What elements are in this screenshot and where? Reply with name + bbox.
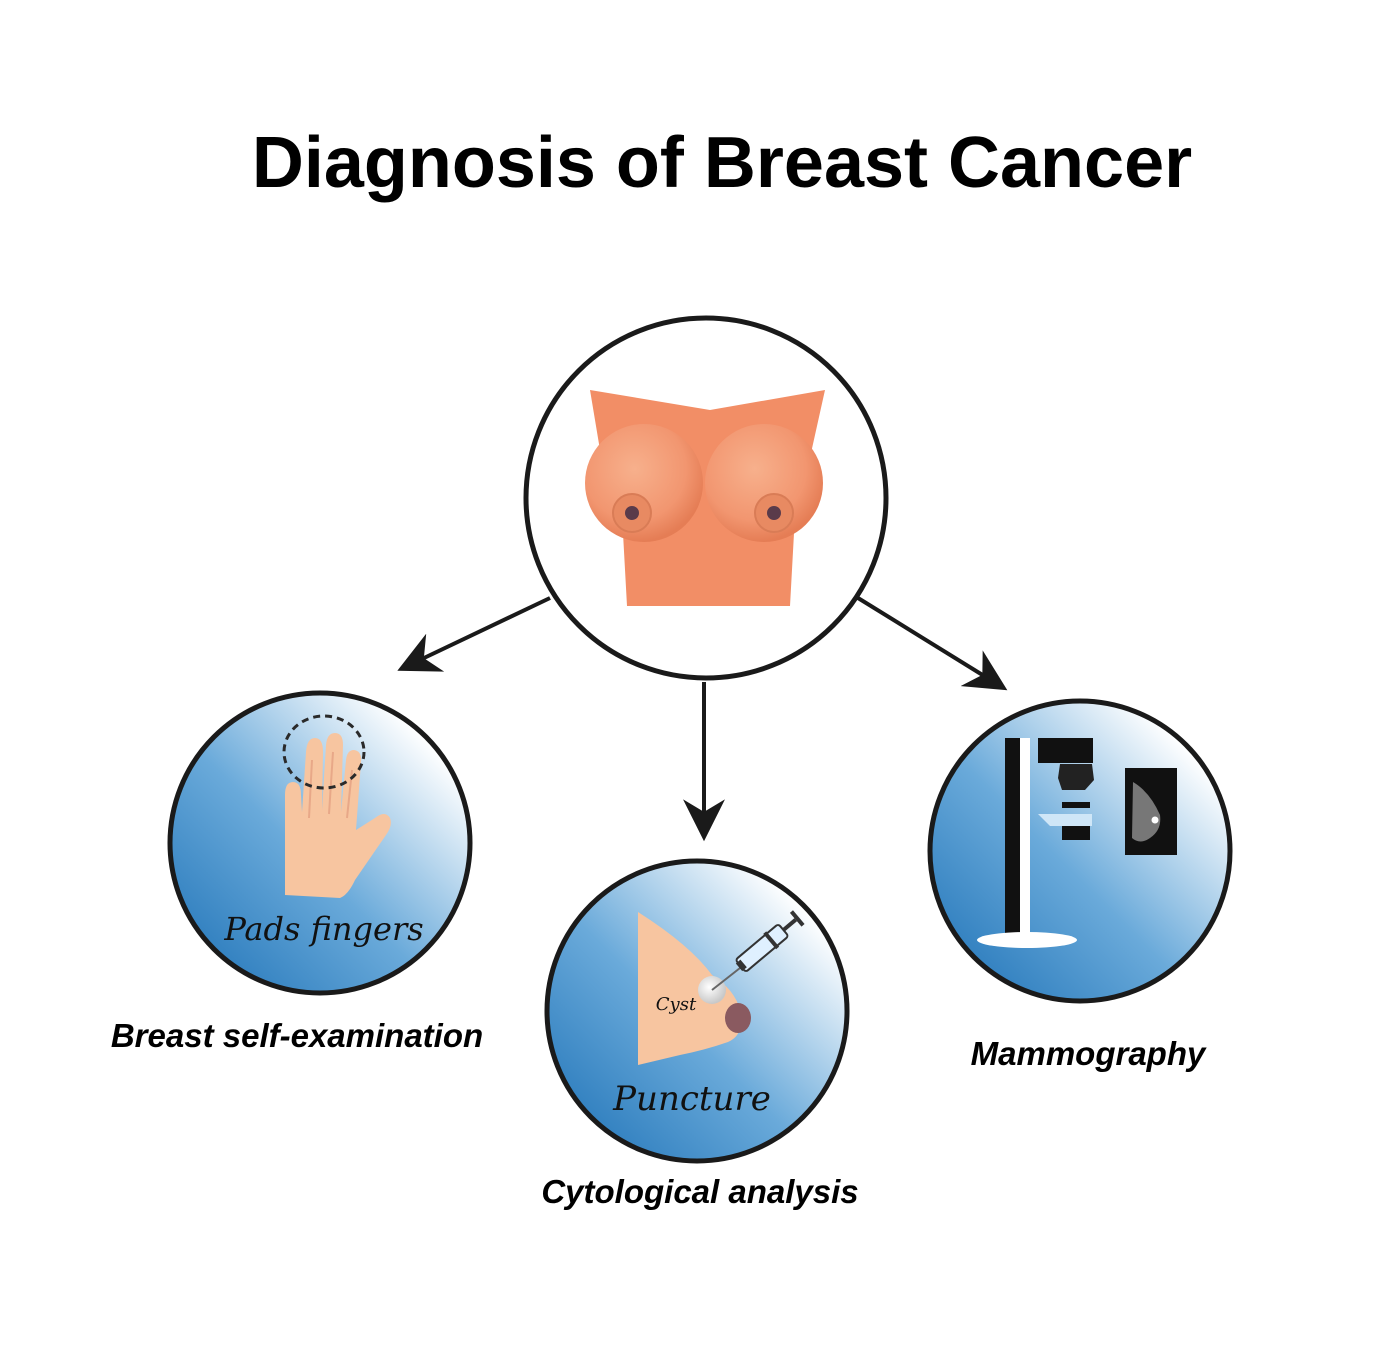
mammography-machine-icon xyxy=(977,738,1177,948)
mammography-node xyxy=(927,698,1233,1004)
arrow-to-self-exam xyxy=(397,596,551,672)
center-node xyxy=(523,315,889,681)
puncture-label: Puncture xyxy=(612,1079,771,1119)
self-exam-caption: Breast self-examination xyxy=(111,1017,483,1054)
cyst-label: Cyst xyxy=(656,994,697,1015)
cytology-caption: Cytological analysis xyxy=(541,1173,858,1210)
arrow-to-mammography xyxy=(856,596,1008,691)
torso-icon xyxy=(585,390,825,606)
hand-icon xyxy=(282,714,391,898)
flow-arrows xyxy=(397,596,1008,842)
cytology-node: Cyst Puncture xyxy=(544,858,850,1164)
self-exam-node: Pads fingers xyxy=(167,690,473,996)
fingertip-highlight xyxy=(282,714,366,790)
pads-fingers-label: Pads fingers xyxy=(223,910,423,948)
syringe-breast-icon: Cyst xyxy=(638,910,805,1065)
mammography-caption: Mammography xyxy=(971,1035,1207,1072)
page-title: Diagnosis of Breast Cancer xyxy=(252,123,1192,203)
